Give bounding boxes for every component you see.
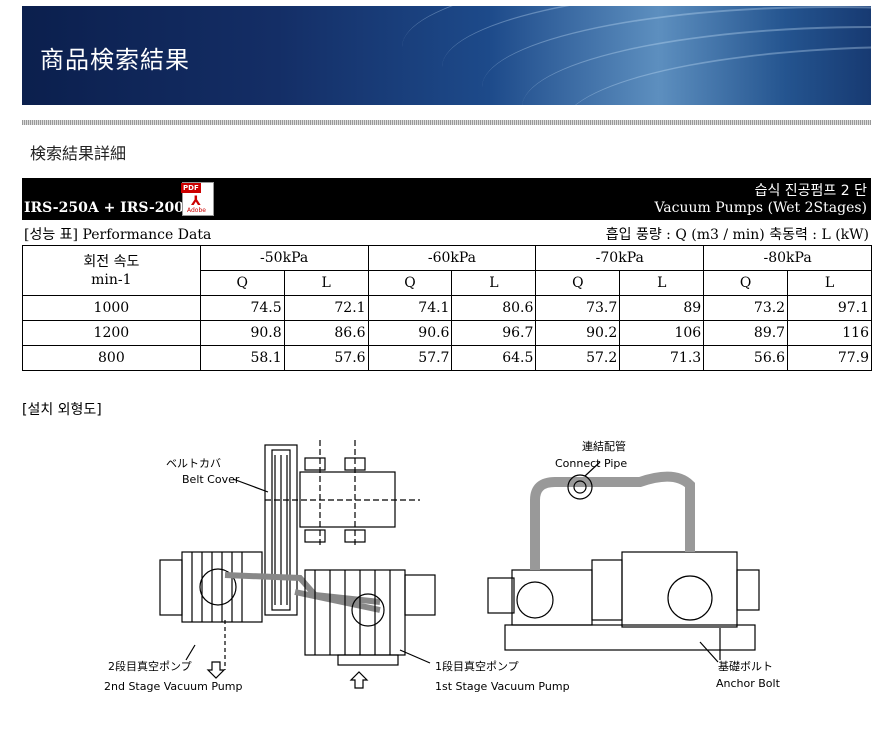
value-cell: 74.5 (199, 295, 285, 321)
sub-header: Q (535, 270, 621, 296)
page-title: 商品検索結果 (40, 46, 190, 74)
adobe-logo-icon: ⅄ (191, 194, 201, 209)
installation-drawing: ベルトカバ Belt Cover 連結配管 Connect Pipe 2段目真空… (104, 439, 781, 693)
product-model: IRS-250A + IRS-200C (24, 200, 196, 216)
speed-cell: 1000 (22, 295, 201, 321)
value-cell: 96.7 (451, 320, 537, 346)
anchor-bolt-label-jp: 基礎ボルト (718, 660, 773, 673)
value-cell: 71.3 (619, 345, 705, 371)
table-row: 800 58.1 57.6 57.7 64.5 57.2 71.3 56.6 7… (22, 345, 872, 371)
section-title: 検索結果詳細 (30, 144, 127, 163)
value-cell: 57.7 (367, 345, 453, 371)
value-cell: 64.5 (451, 345, 537, 371)
sub-header: Q (703, 270, 789, 296)
product-header: IRS-250A + IRS-200C PDF ⅄ Adobe 습식 진공펌프 … (22, 178, 871, 220)
pdf-icon[interactable]: PDF ⅄ Adobe (181, 182, 214, 216)
pressure-header: -60kPa (367, 245, 537, 271)
value-cell: 89 (619, 295, 705, 321)
value-cell: 56.6 (703, 345, 789, 371)
belt-cover-label-jp: ベルトカバ (166, 457, 221, 470)
value-cell: 80.6 (451, 295, 537, 321)
value-cell: 58.1 (199, 345, 285, 371)
value-cell: 89.7 (703, 320, 789, 346)
value-cell: 97.1 (787, 295, 872, 321)
value-cell: 90.8 (199, 320, 285, 346)
pressure-header: -70kPa (535, 245, 705, 271)
pressure-header: -80kPa (703, 245, 872, 271)
belt-cover-shape (264, 444, 298, 616)
product-name-en: Vacuum Pumps (Wet 2Stages) (654, 200, 867, 216)
header-banner: 商品検索結果 (22, 6, 871, 105)
pdf-label: PDF (181, 183, 201, 193)
stage2-label-jp: 2段目真空ポンプ (108, 659, 192, 673)
table-subheader-row: Q L Q L Q L Q L (23, 270, 872, 296)
belt-cover-label-en: Belt Cover (182, 473, 240, 486)
value-cell: 57.6 (283, 345, 369, 371)
pdf-brand: Adobe (187, 207, 206, 214)
sub-header: Q (367, 270, 453, 296)
value-cell: 73.7 (535, 295, 621, 321)
speed-cell: 800 (22, 345, 201, 371)
product-name-ko: 습식 진공펌프 2 단 (754, 183, 867, 199)
value-cell: 90.6 (367, 320, 453, 346)
speed-cell: 1200 (22, 320, 201, 346)
value-cell: 86.6 (283, 320, 369, 346)
base-frame-shape (504, 624, 756, 651)
table-row: 1200 90.8 86.6 90.6 96.7 90.2 106 89.7 1… (22, 320, 872, 346)
sub-header: L (451, 270, 537, 296)
stage1-label-jp: 1段目真空ポンプ (435, 659, 519, 673)
value-cell: 116 (787, 320, 872, 346)
speed-header: 회전 속도 min-1 (22, 245, 201, 296)
sub-header: Q (199, 270, 285, 296)
divider (22, 120, 871, 125)
pressure-header: -50kPa (199, 245, 369, 271)
performance-label: [성능 표] Performance Data (24, 227, 212, 243)
value-cell: 57.2 (535, 345, 621, 371)
installation-label: [설치 외형도] (22, 402, 102, 418)
performance-table: 회전 속도 min-1 -50kPa -60kPa -70kPa -80kPa … (22, 245, 872, 371)
value-cell: 74.1 (367, 295, 453, 321)
stage2-label-en: 2nd Stage Vacuum Pump (104, 680, 242, 693)
performance-units: 흡입 풍량 : Q (m3 / min) 축동력 : L (kW) (605, 227, 869, 243)
speed-header-ko: 회전 속도 (83, 253, 140, 270)
sub-header: L (619, 270, 705, 296)
value-cell: 77.9 (787, 345, 872, 371)
value-cell: 90.2 (535, 320, 621, 346)
connect-pipe-label-jp: 連結配管 (582, 439, 626, 453)
sub-header: L (787, 270, 872, 296)
anchor-bolt-label-en: Anchor Bolt (716, 677, 781, 690)
connect-pipe-label-en: Connect Pipe (555, 457, 627, 470)
sub-header: L (283, 270, 369, 296)
value-cell: 106 (619, 320, 705, 346)
value-cell: 72.1 (283, 295, 369, 321)
performance-caption: [성능 표] Performance Data 흡입 풍량 : Q (m3 / … (22, 224, 871, 244)
stage1-label-en: 1st Stage Vacuum Pump (435, 680, 570, 693)
table-row: 1000 74.5 72.1 74.1 80.6 73.7 89 73.2 97… (22, 295, 872, 321)
table-header-row: 회전 속도 min-1 -50kPa -60kPa -70kPa -80kPa (22, 245, 872, 296)
speed-header-en: min-1 (91, 271, 132, 288)
value-cell: 73.2 (703, 295, 789, 321)
